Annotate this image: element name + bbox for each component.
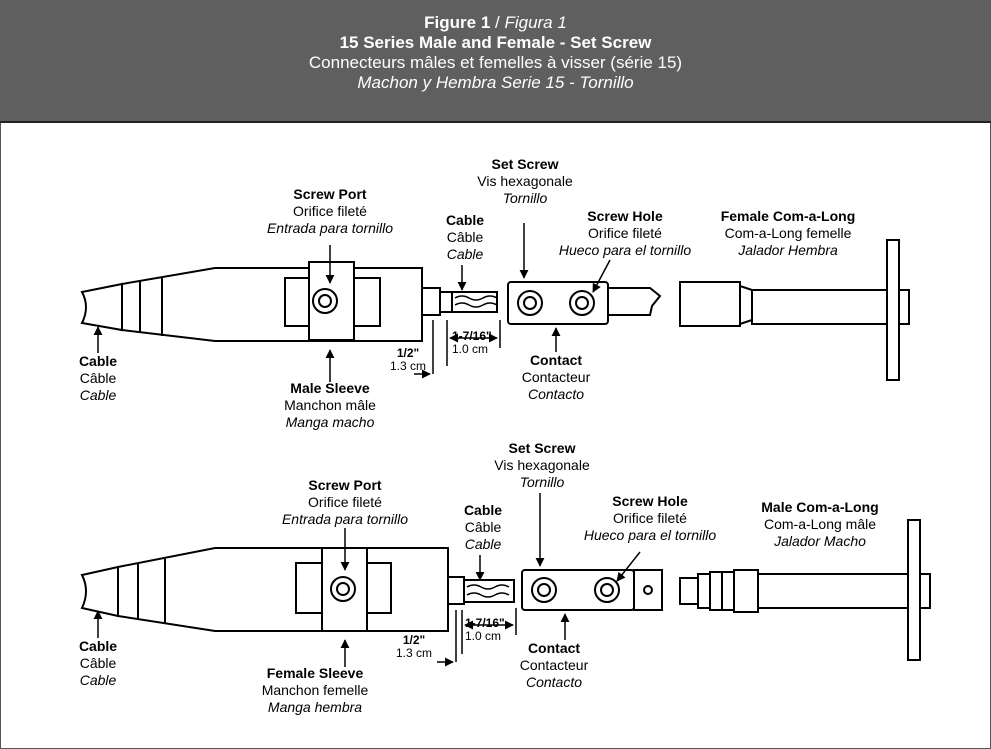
figure-separator: / bbox=[490, 13, 505, 32]
top-dim-7-16: 1-7/16" 1.0 cm bbox=[452, 329, 492, 356]
figure-label-es: Figura 1 bbox=[504, 13, 567, 32]
bottom-set-screw-label: Set Screw Vis hexagonale Tornillo bbox=[494, 440, 590, 490]
bottom-male-comalong-label: Male Com-a-Long Com-a-Long mâle Jalador … bbox=[761, 499, 879, 549]
top-cable-left bbox=[80, 282, 123, 332]
bottom-female-sleeve-label: Female Sleeve Manchon femelle Manga hemb… bbox=[261, 665, 369, 715]
figure-label: Figure 1 bbox=[424, 13, 491, 32]
figure-header: Figure 1 / Figura 1 15 Series Male and F… bbox=[0, 0, 991, 123]
top-male-sleeve-label: Male Sleeve Manchon mâle Manga macho bbox=[284, 380, 376, 430]
bottom-cable-mid-label: Cable Câble Cable bbox=[463, 502, 503, 552]
bottom-assembly bbox=[80, 493, 931, 667]
bottom-male-comalong bbox=[679, 519, 931, 661]
bottom-screw-hole-label: Screw Hole Orifice fileté Hueco para el … bbox=[583, 493, 717, 543]
top-screw-hole-label: Screw Hole Orifice fileté Hueco para el … bbox=[558, 208, 692, 258]
bottom-cable-left-label: Cable Câble Cable bbox=[78, 638, 118, 688]
bottom-contact bbox=[521, 569, 663, 611]
bottom-cable-left bbox=[80, 565, 119, 618]
top-contact bbox=[507, 281, 662, 325]
figure-number-line: Figure 1 / Figura 1 bbox=[0, 13, 991, 33]
title-fr: Connecteurs mâles et femelles à visser (… bbox=[308, 53, 683, 72]
top-female-comalong-label: Female Com-a-Long Com-a-Long femelle Jal… bbox=[720, 208, 856, 258]
bottom-female-sleeve bbox=[117, 547, 449, 632]
bottom-contact-label: Contact Contacteur Contacto bbox=[519, 640, 589, 690]
top-assembly bbox=[80, 223, 910, 382]
bottom-screw-port-label: Screw Port Orifice fileté Entrada para t… bbox=[281, 477, 409, 527]
top-screw-port-label: Screw Port Orifice fileté Entrada para t… bbox=[266, 186, 394, 236]
bottom-cable-strip bbox=[447, 576, 515, 605]
top-female-comalong bbox=[679, 239, 910, 381]
top-dim-half-inch: 1/2" 1.3 cm bbox=[389, 346, 426, 373]
top-cable-strip bbox=[421, 287, 498, 316]
top-male-sleeve bbox=[121, 261, 423, 342]
top-callouts bbox=[93, 223, 611, 382]
top-set-screw-label: Set Screw Vis hexagonale Tornillo bbox=[477, 156, 573, 206]
bottom-callouts bbox=[93, 493, 641, 667]
top-cable-mid-label: Cable Câble Cable bbox=[445, 212, 485, 262]
title-en: 15 Series Male and Female - Set Screw bbox=[339, 33, 652, 52]
title-es: Machon y Hembra Serie 15 - Tornillo bbox=[357, 73, 634, 92]
top-contact-label: Contact Contacteur Contacto bbox=[521, 352, 591, 402]
top-cable-left-label: Cable Câble Cable bbox=[78, 353, 118, 403]
connector-diagram bbox=[80, 223, 931, 667]
bottom-dim-half-inch: 1/2" 1.3 cm bbox=[395, 633, 432, 660]
bottom-dim-7-16: 1-7/16" 1.0 cm bbox=[465, 616, 505, 643]
